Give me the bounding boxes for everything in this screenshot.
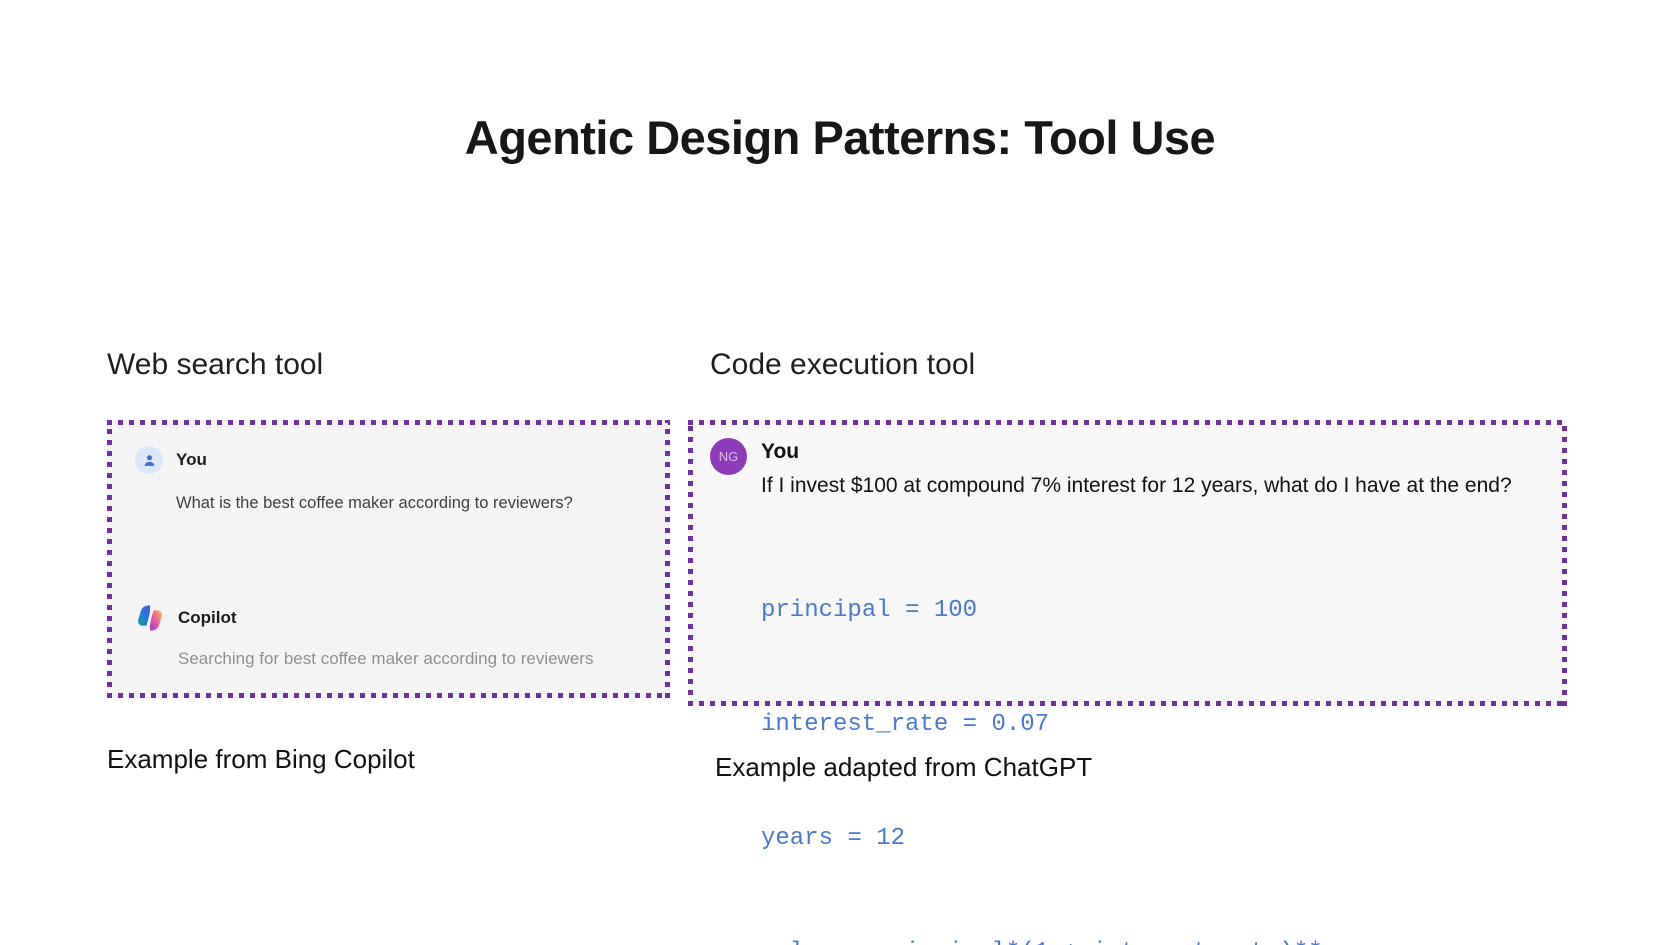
user-label: You (761, 440, 800, 463)
code-line: principal = 100 (761, 597, 978, 624)
user-message: If I invest $100 at compound 7% interest… (761, 474, 1512, 497)
code-execution-header: Code execution tool (710, 348, 976, 381)
web-search-header: Web search tool (107, 348, 324, 381)
copilot-logo-icon (138, 605, 162, 631)
chatgpt-chat-panel: NG You If I invest $100 at compound 7% i… (688, 420, 1567, 945)
user-message-row: You (135, 446, 650, 474)
chat-message: You If I invest $100 at compound 7% inte… (761, 436, 1512, 945)
assistant-status: Searching for best coffee maker accordin… (178, 649, 594, 668)
right-caption: Example adapted from ChatGPT (715, 752, 1093, 782)
code-line: years = 12 (761, 825, 906, 852)
left-caption: Example from Bing Copilot (107, 744, 415, 774)
user-label: You (176, 450, 207, 469)
user-icon (135, 446, 163, 474)
copilot-chat-panel: You What is the best coffee maker accord… (107, 420, 670, 698)
web-search-section: Web search tool You What is the best cof… (107, 348, 670, 775)
user-message: What is the best coffee maker according … (176, 494, 573, 512)
code-line: interest_rate = 0.07 (761, 711, 1050, 738)
code-execution-section: Code execution tool NG You If I invest $… (688, 348, 1567, 945)
assistant-message-row: Copilot (135, 603, 650, 633)
assistant-label: Copilot (178, 608, 237, 627)
page-title: Agentic Design Patterns: Tool Use (464, 111, 1216, 164)
avatar: NG (710, 438, 747, 475)
code-block: principal = 100 interest_rate = 0.07 yea… (761, 516, 1512, 945)
code-line: value = principal*(1 + interest_rate)**y… (761, 934, 1512, 945)
